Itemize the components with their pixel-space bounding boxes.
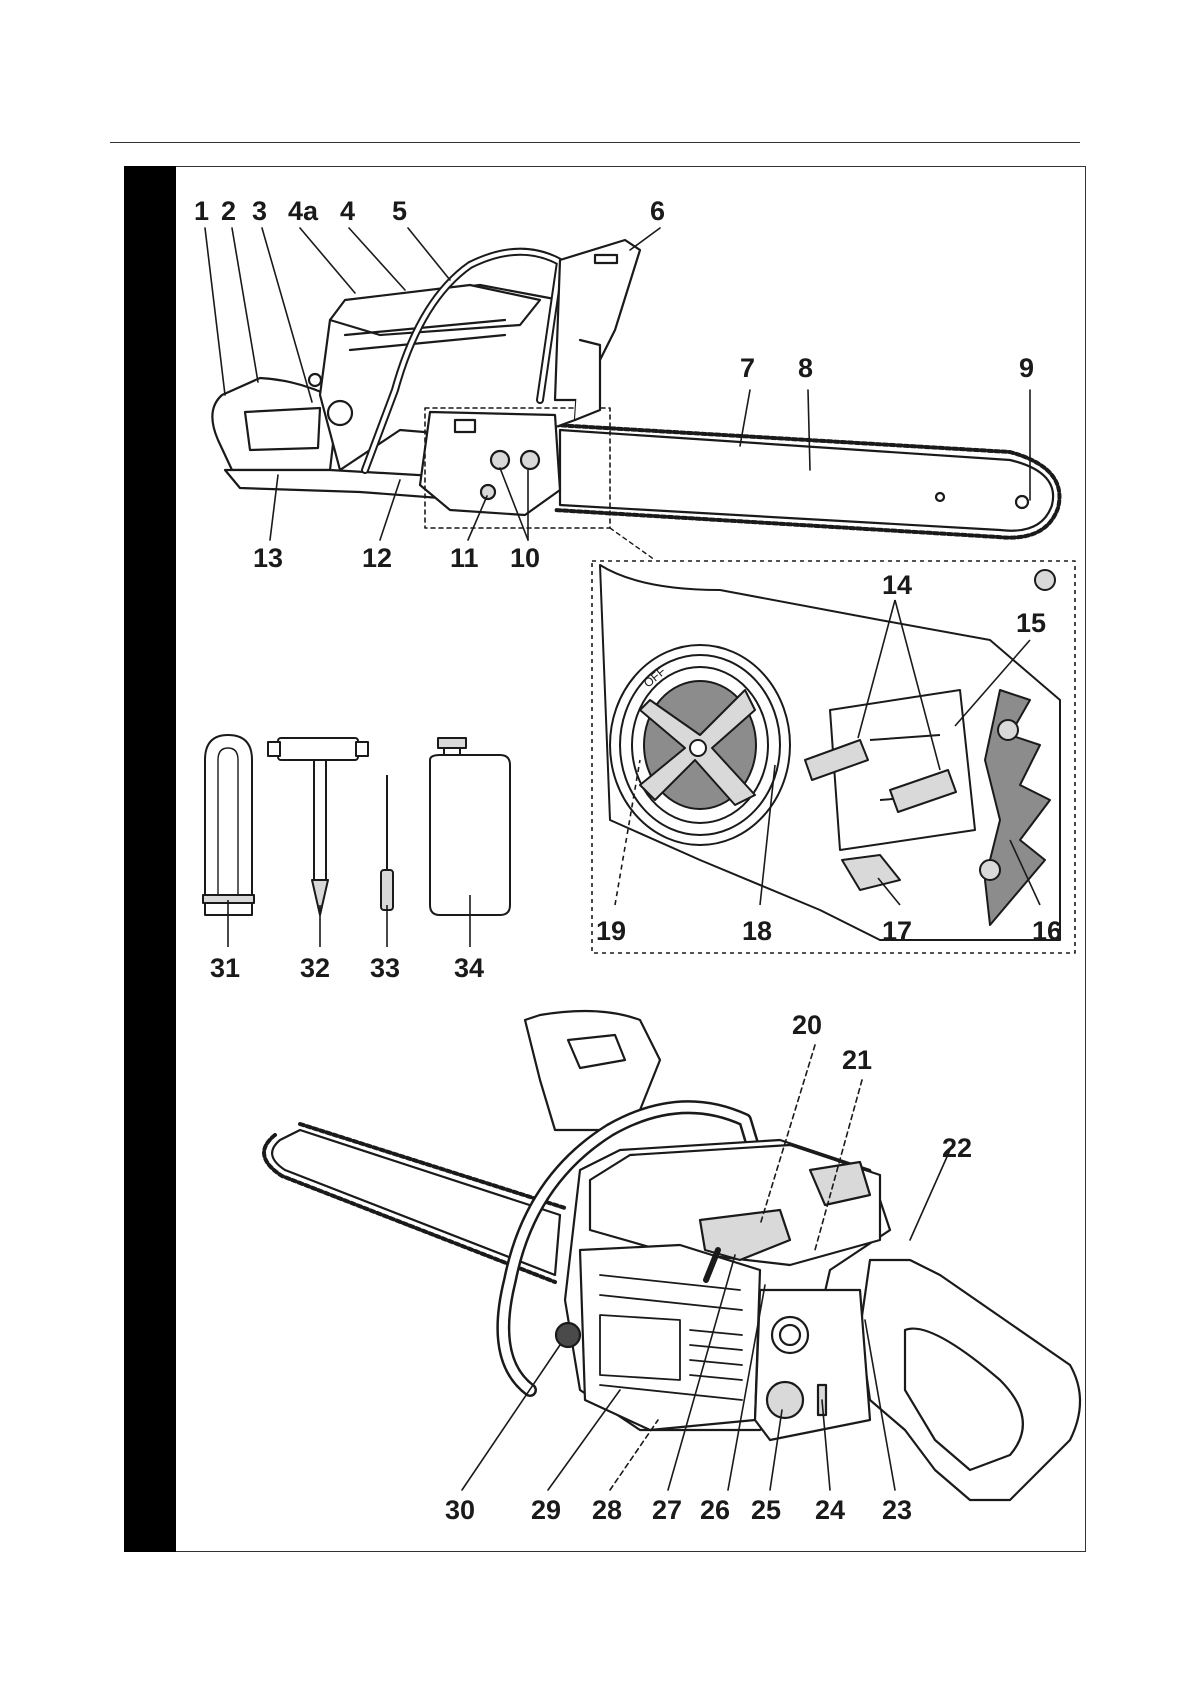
callout-16: 16 (1032, 918, 1062, 945)
chainsaw-perspective-view (264, 1011, 1080, 1500)
tensioner-knob (556, 1323, 580, 1347)
callout-6: 6 (650, 198, 665, 225)
callout-11: 11 (450, 545, 479, 572)
callout-5: 5 (392, 198, 407, 225)
callout-30: 30 (445, 1497, 475, 1524)
callout-28: 28 (592, 1497, 622, 1524)
callout-1: 1 (194, 198, 209, 225)
accessories (203, 735, 510, 947)
callout-12: 12 (362, 545, 392, 572)
bar-cover (205, 735, 252, 915)
callout-4a: 4a (288, 198, 318, 225)
callout-33: 33 (370, 955, 400, 982)
callout-20: 20 (792, 1012, 822, 1039)
callout-19: 19 (596, 918, 626, 945)
bar-nose-sprocket (1016, 496, 1028, 508)
starter-housing (580, 1245, 760, 1430)
clutch-detail-view: OFF (592, 561, 1075, 953)
callout-29: 29 (531, 1497, 561, 1524)
clutch-drum (610, 645, 790, 845)
callout-31: 31 (210, 955, 240, 982)
oil-bottle (430, 738, 510, 915)
callout-26: 26 (700, 1497, 730, 1524)
callout-7: 7 (740, 355, 755, 382)
callout-9: 9 (1019, 355, 1034, 382)
callout-24: 24 (815, 1497, 845, 1524)
callout-22: 22 (942, 1135, 972, 1162)
callout-23: 23 (882, 1497, 912, 1524)
callout-25: 25 (751, 1497, 781, 1524)
callout-2: 2 (221, 198, 236, 225)
combination-wrench (268, 738, 368, 915)
bar-pad (830, 690, 975, 850)
callout-21: 21 (842, 1047, 872, 1074)
control-panel (755, 1290, 870, 1440)
screwdriver (381, 775, 393, 910)
callout-17: 17 (882, 918, 912, 945)
callout-4: 4 (340, 198, 355, 225)
callout-3: 3 (252, 198, 267, 225)
callout-27: 27 (652, 1497, 682, 1524)
callout-32: 32 (300, 955, 330, 982)
callout-14: 14 (882, 572, 912, 599)
callout-8: 8 (798, 355, 813, 382)
chainsaw-side-view (205, 228, 1059, 560)
callout-13: 13 (253, 545, 283, 572)
callout-18: 18 (742, 918, 772, 945)
choke-knob (767, 1382, 803, 1418)
callout-10: 10 (510, 545, 540, 572)
callout-15: 15 (1016, 610, 1046, 637)
callout-34: 34 (454, 955, 484, 982)
